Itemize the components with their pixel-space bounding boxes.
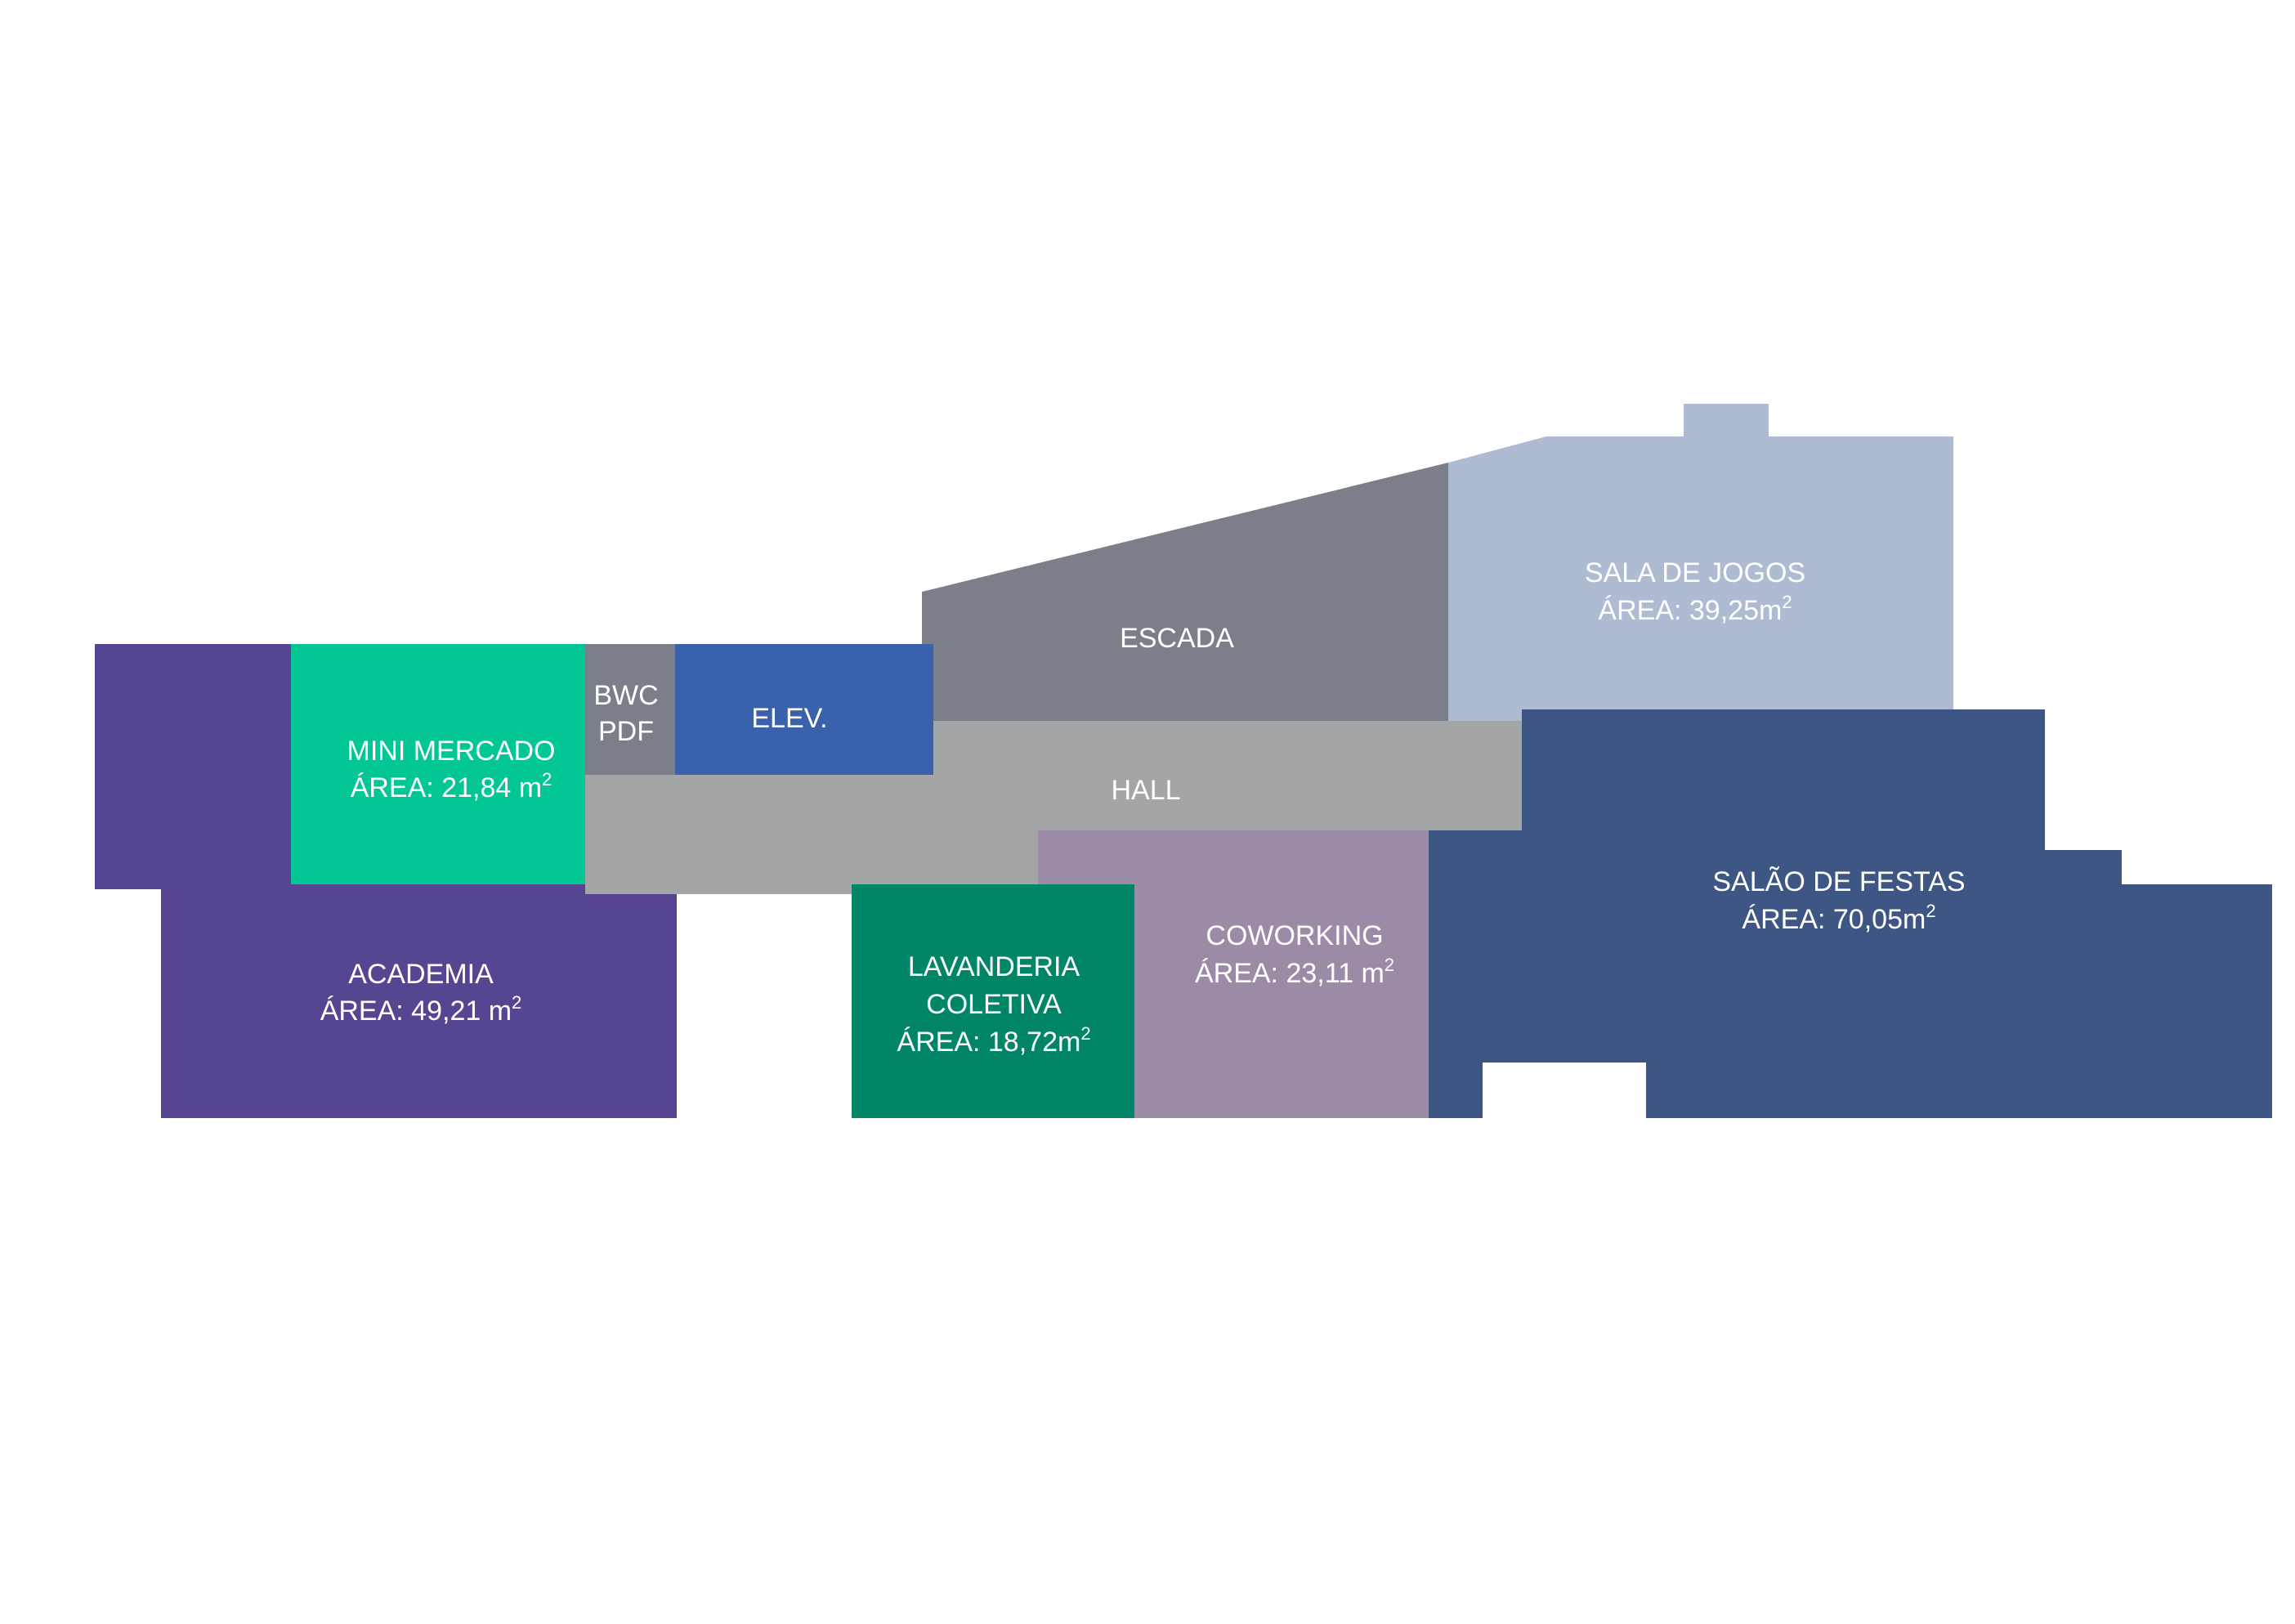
bwc-pdf-shape[interactable] [585,644,675,775]
salao-de-festas-shape[interactable] [1429,709,2272,1118]
mini-mercado-area: ÁREA: 21,84 m2 [351,769,552,803]
lavanderia-area: ÁREA: 18,72m2 [897,1023,1090,1058]
academia-label: ACADEMIA [348,959,494,990]
coworking-shape[interactable] [1038,830,1429,1118]
escada-shape[interactable] [922,463,1448,721]
lavanderia-shape[interactable] [852,884,1134,1118]
sala-de-jogos-shape[interactable] [1448,404,1953,721]
sala-de-jogos-area: ÁREA: 39,25m2 [1598,592,1792,626]
mini-mercado-shape[interactable] [291,644,585,884]
sala-de-jogos-label: SALA DE JOGOS [1585,557,1805,588]
lavanderia-label-line1: LAVANDERIA [908,951,1080,982]
academia-area: ÁREA: 49,21 m2 [320,992,522,1027]
bwc-label: BWC [593,680,658,711]
salao-de-festas-label: SALÃO DE FESTAS [1712,866,1965,897]
coworking-label: COWORKING [1206,920,1383,951]
hall-label: HALL [1111,775,1180,806]
escada-label: ESCADA [1120,623,1234,654]
salao-de-festas-area: ÁREA: 70,05m2 [1742,901,1935,935]
coworking-area: ÁREA: 23,11 m2 [1195,955,1394,989]
mini-mercado-label: MINI MERCADO [347,736,556,767]
lavanderia-label-line2: COLETIVA [926,989,1062,1020]
elevator-shape[interactable] [675,644,933,775]
hall-shape[interactable] [585,721,1522,894]
elevator-label: ELEV. [751,703,827,734]
academia-shape[interactable] [95,644,677,1118]
pdf-label: PDF [598,716,654,747]
